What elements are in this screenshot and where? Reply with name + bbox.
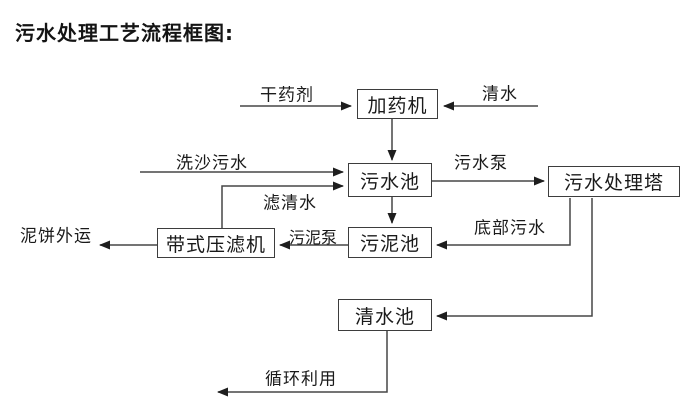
node-sewage-pool: 污水池: [348, 163, 432, 197]
node-dosing-machine: 加药机: [357, 89, 438, 119]
edge-label-sewage-pump: 污水泵: [454, 153, 508, 174]
node-belt-filter-press: 带式压滤机: [157, 228, 275, 258]
arrow-filtered-water-to-sewage-pool: [221, 181, 344, 228]
arrow-clean-water-pool-to-recycling: [217, 331, 388, 397]
arrow-tower-to-sludge-pool-bottom-sewage: [436, 198, 571, 250]
edge-label-filtered-water: 滤清水: [263, 193, 317, 214]
edge-label-clean-water: 清水: [482, 84, 518, 105]
edge-label-mud-cake-outbound: 泥饼外运: [20, 226, 92, 247]
node-sewage-treatment-tower: 污水处理塔: [548, 166, 680, 197]
edge-label-sand-washing-sewage: 洗沙污水: [176, 153, 248, 174]
edge-label-recycling: 循环利用: [265, 369, 337, 390]
diagram-title: 污水处理工艺流程框图:: [15, 21, 234, 45]
edge-label-bottom-sewage: 底部污水: [474, 218, 546, 239]
edge-label-sludge-pump: 污泥泵: [288, 228, 338, 247]
node-sludge-pool: 污泥池: [348, 227, 432, 258]
node-clean-water-pool: 清水池: [338, 299, 432, 331]
edge-label-dry-chemical: 干药剂: [260, 85, 314, 106]
arrow-tower-to-clean-water-pool: [436, 198, 593, 321]
